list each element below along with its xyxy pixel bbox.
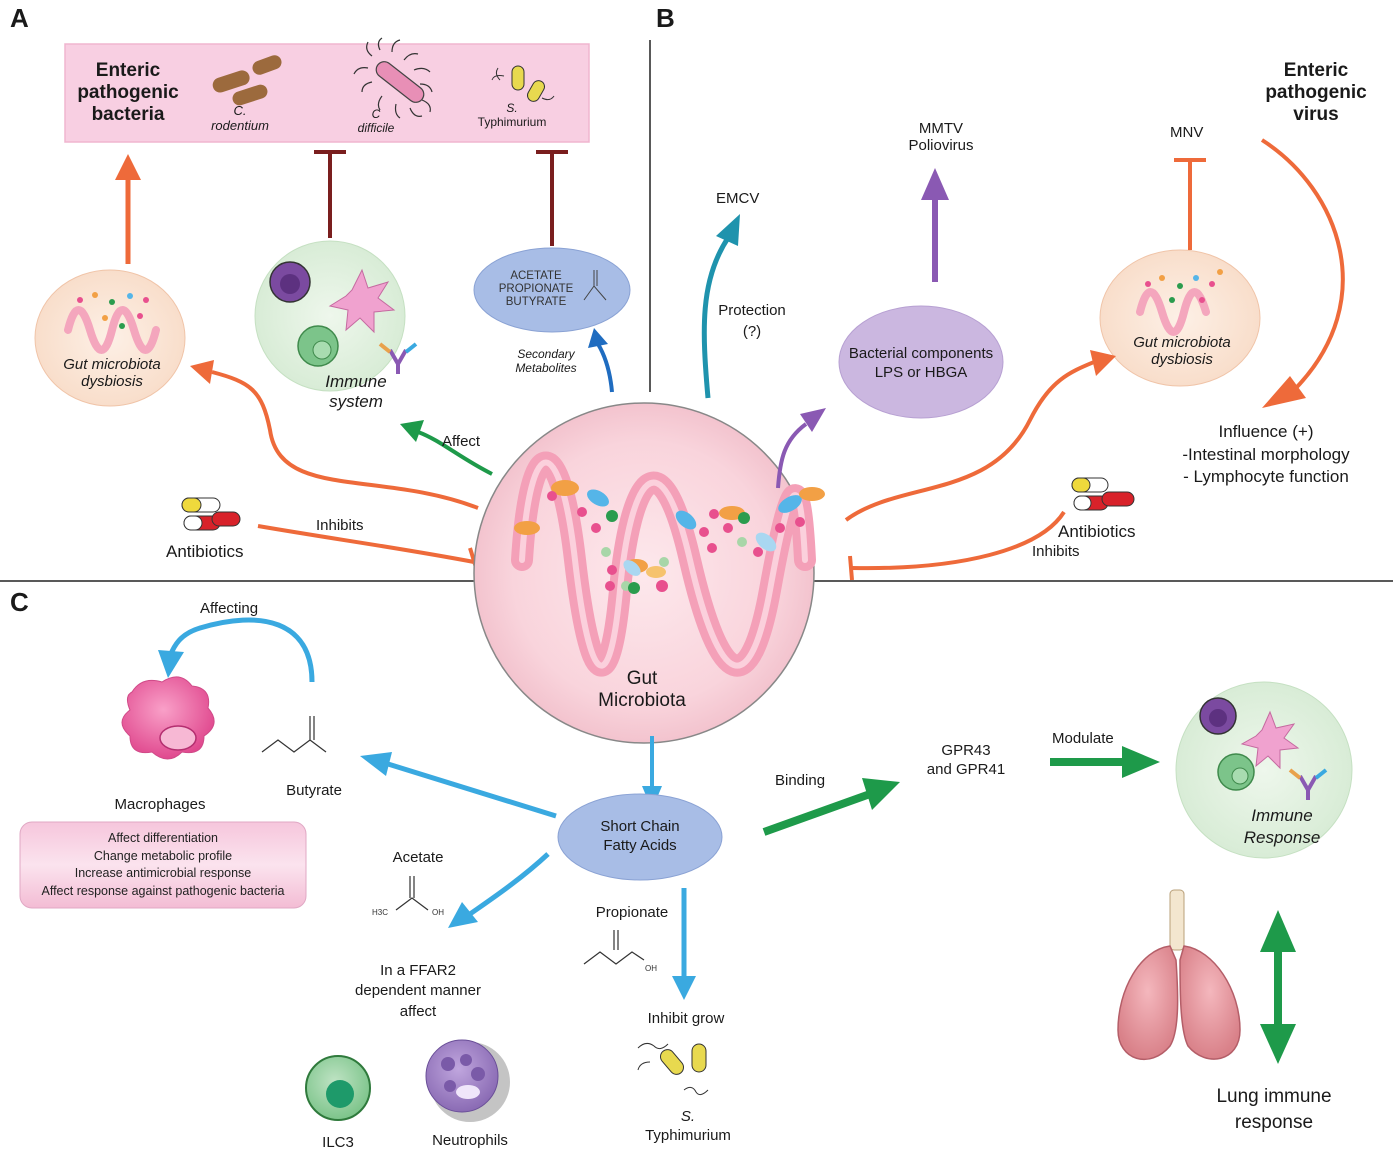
label-protection: Protection (?) (718, 302, 786, 341)
label-inhibit-grow: Inhibit grow (647, 1010, 725, 1027)
label-scfa: Short Chain Fatty Acids (600, 818, 680, 855)
label-immune-system: Immune system (325, 372, 387, 411)
macrophage-effects-box (19, 821, 307, 909)
label-metabolites-oval: ACETATE PROPIONATE BUTYRATE (498, 270, 574, 309)
label-dysbiosis-a: Gut microbiota dysbiosis (63, 356, 161, 391)
arrow-gut-to-dysbiosis-a (211, 370, 479, 510)
pill-icons-b (1071, 477, 1135, 511)
label-propionate-oh: OH (645, 964, 657, 973)
microbes-center (514, 480, 825, 594)
arrow-gut-to-immune (417, 430, 493, 476)
label-macrophages: Macrophages (114, 796, 206, 813)
inhibit-antibiotics-b (851, 510, 1066, 571)
label-modulate: Modulate (1052, 730, 1114, 747)
label-ilc3: ILC3 (322, 1134, 354, 1151)
label-butyrate: Butyrate (286, 782, 342, 799)
s-typhimurium-icon-a (491, 65, 555, 102)
bacterial-components-oval (838, 305, 1004, 419)
label-mnv: MNV (1170, 124, 1204, 141)
acid-structure-icon-a (583, 270, 607, 301)
label-acetate: Acetate (392, 849, 444, 866)
label-dysbiosis-b: Gut microbiota dysbiosis (1133, 334, 1231, 369)
metabolites-oval (473, 247, 631, 333)
label-bacterial-components: Bacterial components LPS or HBGA (848, 345, 994, 382)
label-inhibits-b: Inhibits (1032, 543, 1080, 560)
arrow-virus-to-influence (1260, 138, 1345, 390)
label-affecting: Affecting (200, 600, 259, 617)
label-acetate-oh: OH (432, 908, 444, 917)
gut-mini-icon-b (1136, 269, 1223, 336)
panel-label-c: C (10, 587, 29, 617)
s-typhimurium-icon-c (637, 1042, 709, 1096)
lungs-icon (1117, 889, 1241, 1061)
arrow-gut-to-metabolites (596, 342, 614, 393)
pill-icons-a (181, 497, 241, 531)
label-antibiotics-b: Antibiotics (1058, 522, 1136, 541)
label-neutrophils: Neutrophils (432, 1132, 508, 1149)
arrow-butyrate-to-macrophage (167, 617, 315, 683)
inhibit-antibiotics-a (257, 524, 475, 564)
label-gut-microbiota: Gut Microbiota (598, 668, 686, 711)
label-inhibits-a: Inhibits (316, 517, 364, 534)
inhibit-immune-bacteria (314, 150, 346, 238)
inhibit-metabolites-bacteria (536, 150, 568, 246)
antibody-icon-a (378, 342, 418, 374)
label-lung-immune-response: Lung immune response (1216, 1086, 1332, 1133)
virus-header: Enteric pathogenic virus (1265, 60, 1367, 125)
label-s-typhimurium-a: S. Typhimurium (477, 101, 547, 129)
acetate-structure-icon (395, 876, 429, 911)
dendritic-cell-a (328, 268, 396, 334)
label-acetate-h3c: H3C (372, 908, 389, 917)
arrow-scfa-to-butyrate (387, 761, 557, 819)
label-secondary-metabolites: Secondary Metabolites (515, 347, 577, 375)
arrow-gut-to-components (776, 422, 808, 489)
label-c-difficile: C difficile (357, 107, 395, 135)
c-difficile-icon (353, 37, 433, 119)
c-rodentium-icon (212, 55, 282, 106)
label-c-rodentium: C. rodentium (211, 103, 269, 133)
label-binding: Binding (775, 772, 826, 789)
bacteria-box (64, 43, 590, 143)
label-propionate: Propionate (595, 904, 669, 921)
panel-label-b: B (656, 3, 675, 33)
label-emcv: EMCV (716, 190, 760, 207)
inhibit-dysbiosis-mnv (1174, 158, 1206, 250)
panel-label-a: A (10, 3, 29, 33)
label-influence: Influence (+) -Intestinal morphology - L… (1182, 422, 1350, 487)
label-ffar2: In a FFAR2 dependent manner affect (355, 962, 481, 1020)
propionate-structure-icon (583, 930, 645, 965)
scfa-oval (557, 793, 723, 881)
label-antibiotics-a: Antibiotics (166, 542, 244, 561)
arrow-scfa-to-ffar2 (468, 852, 550, 917)
label-s-typhimurium-c: S. Typhimurium (645, 1108, 731, 1145)
gut-mini-icon-a (64, 292, 160, 354)
butyrate-structure-icon (261, 716, 327, 753)
label-gpr: GPR43 and GPR41 (926, 742, 1006, 779)
label-immune-response: Immune Response (1243, 806, 1321, 847)
label-mmtv-poliovirus: MMTV Poliovirus (908, 120, 974, 155)
macrophage-effects-text: Affect differentiation Change metabolic … (41, 831, 285, 898)
arrow-gut-to-dysbiosis-b (844, 360, 1095, 522)
label-affect: Affect (442, 433, 481, 450)
immune-circle-a (254, 240, 406, 392)
neutrophil-icon (425, 1039, 510, 1122)
arrow-protection-emcv (701, 236, 731, 399)
arrow-scfa-to-gpr (762, 790, 872, 836)
bacteria-header: Enteric pathogenic bacteria (77, 60, 179, 125)
